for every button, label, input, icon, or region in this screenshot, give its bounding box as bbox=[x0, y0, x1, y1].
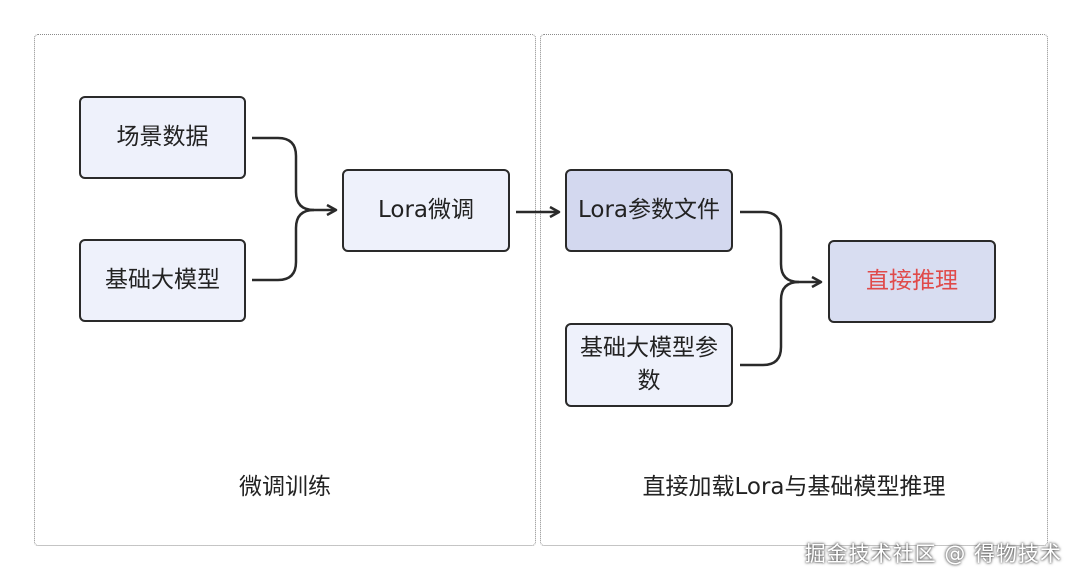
edge-scene-data-to-lora bbox=[252, 136, 336, 210]
finetune-panel-caption: 微调训练 bbox=[239, 474, 331, 500]
direct-inference-node: 直接推理 bbox=[828, 240, 996, 323]
lora-params-node: Lora参数文件 bbox=[565, 169, 733, 252]
scene-data-node: 场景数据 bbox=[79, 96, 246, 179]
base-model-node: 基础大模型 bbox=[79, 239, 246, 322]
lora-params-label: Lora参数文件 bbox=[577, 196, 721, 223]
base-params-label-line2: 数 bbox=[637, 368, 661, 394]
inference-panel: 直接加载Lora与基础模型推理 bbox=[540, 34, 1048, 546]
base-params-node: 基础大模型参 数 bbox=[565, 323, 733, 407]
edge-base-model-to-lora bbox=[252, 208, 315, 282]
watermark: 掘金技术社区 @ 得物技术 bbox=[804, 542, 1062, 566]
finetune-panel: 微调训练 bbox=[34, 34, 536, 546]
direct-inference-label: 直接推理 bbox=[866, 267, 958, 294]
base-model-label: 基础大模型 bbox=[105, 266, 220, 293]
base-params-label-line1: 基础大模型参 bbox=[580, 334, 718, 361]
edge-base-params-to-inference bbox=[740, 280, 800, 367]
lora-finetune-node: Lora微调 bbox=[342, 169, 510, 252]
inference-panel-caption: 直接加载Lora与基础模型推理 bbox=[642, 474, 946, 500]
base-params-label: 基础大模型参 数 bbox=[580, 332, 718, 399]
edge-params-to-inference bbox=[740, 210, 821, 282]
lora-finetune-label: Lora微调 bbox=[377, 196, 475, 223]
scene-data-label: 场景数据 bbox=[116, 123, 209, 150]
